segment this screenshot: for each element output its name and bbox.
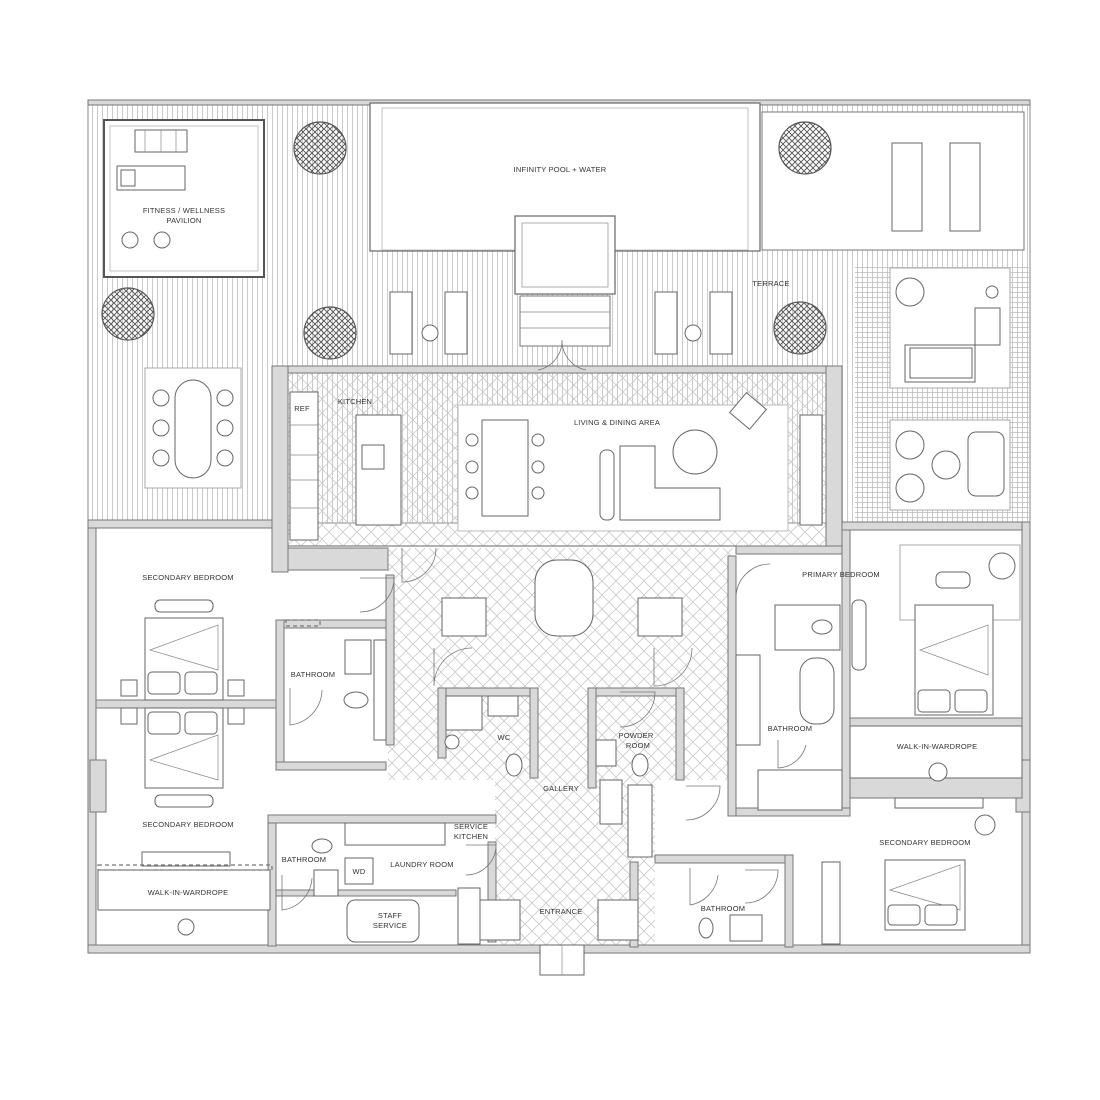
laundry-label: LAUNDRY ROOM (390, 860, 453, 869)
doors (359, 339, 779, 904)
walk-in-wardrobe-west: WALK-IN-WARDROPE (97, 851, 273, 936)
fitness-label-2: PAVILION (166, 216, 201, 225)
entrance-doors (479, 779, 653, 976)
bathroom-label: BATHROOM (701, 904, 745, 913)
terrace-lounge: TERRACE (752, 267, 1011, 511)
powder-label-1: POWDER (619, 731, 654, 740)
entrance-label: ENTRANCE (540, 907, 583, 916)
staff-service-area: BATHROOM WD LAUNDRY ROOM STAFF SERVICE S… (281, 822, 488, 945)
bedroom-label: SECONDARY BEDROOM (142, 573, 233, 582)
wardrobe-label: WALK-IN-WARDROPE (897, 742, 978, 751)
wardrobe-label: WALK-IN-WARDROPE (148, 888, 229, 897)
primary-bedroom-label: PRIMARY BEDROOM (802, 570, 880, 579)
service-kitchen-label-1: SERVICE (454, 822, 488, 831)
wc: WC (444, 695, 523, 777)
bathroom-label: BATHROOM (291, 670, 335, 679)
sun-lounger (891, 142, 923, 232)
staff-service-label-2: SERVICE (373, 921, 407, 930)
terrace-label: TERRACE (752, 279, 789, 288)
powder-room: POWDER ROOM (595, 731, 654, 777)
powder-label-2: ROOM (626, 741, 650, 750)
ref-label: REF (294, 404, 310, 413)
wc-label: WC (498, 733, 511, 742)
bathroom-label: BATHROOM (768, 724, 812, 733)
bedroom-label: SECONDARY BEDROOM (879, 838, 970, 847)
pool-loungers (389, 291, 733, 355)
living-dining-area: LIVING & DINING AREA (457, 391, 823, 532)
outdoor-dining-table (144, 367, 242, 489)
bathroom-west: BATHROOM (285, 619, 387, 741)
primary-bedroom: PRIMARY BEDROOM (802, 544, 1021, 716)
secondary-bedroom-east: SECONDARY BEDROOM (821, 814, 996, 945)
fitness-label-1: FITNESS / WELLNESS (143, 206, 225, 215)
kitchen: REF KITCHEN (289, 391, 402, 541)
shrub-icon (101, 121, 832, 360)
kitchen-label: KITCHEN (338, 397, 372, 406)
fitness-pavilion: FITNESS / WELLNESS PAVILION (103, 119, 265, 278)
wd-label: WD (353, 867, 366, 876)
pool-label: INFINITY POOL + WATER (514, 165, 607, 174)
sun-lounger (949, 142, 981, 232)
secondary-bedroom-west-1: SECONDARY BEDROOM (120, 573, 245, 701)
service-kitchen-label-2: KITCHEN (454, 832, 488, 841)
living-label: LIVING & DINING AREA (574, 418, 660, 427)
bedroom-label: SECONDARY BEDROOM (142, 820, 233, 829)
bathroom-south: BATHROOM (689, 868, 763, 942)
staff-service-label-1: STAFF (378, 911, 402, 920)
infinity-pool: INFINITY POOL + WATER (369, 102, 761, 347)
bathroom-primary: BATHROOM (735, 604, 843, 811)
gallery-label: GALLERY (543, 784, 579, 793)
walk-in-wardrobe-east: WALK-IN-WARDROPE (849, 725, 1023, 809)
bathroom-label: BATHROOM (282, 855, 326, 864)
secondary-bedroom-west-2: SECONDARY BEDROOM (120, 707, 245, 829)
